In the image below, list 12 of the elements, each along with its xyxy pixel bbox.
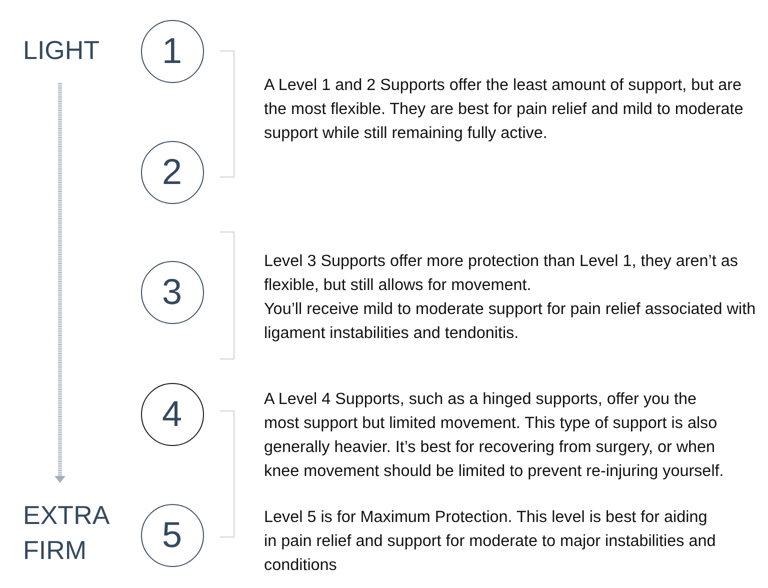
scale-label: EXTRA FIRM	[23, 499, 110, 567]
description-text: You’ll receive mild to moderate support for pain relief associated with ligament instabilities and tendonitis.	[264, 299, 757, 344]
scale-label: LIGHT	[23, 34, 101, 67]
numbered-circle: 4	[140, 382, 204, 446]
description-text: Level 3 Supports offer more protection than Level 1, they aren’t as flexible, but still allows for movement.	[264, 251, 739, 296]
numbered-circle: 5	[140, 504, 204, 566]
numbered-circle: 3	[140, 260, 204, 324]
numbered-circle: 1	[140, 20, 204, 82]
numbered-circle: 2	[140, 140, 204, 204]
description-text: Level 5 is for Maximum Protection. This level is best for aiding in pain relief and support for moderate to major instabilities and conditions	[264, 507, 717, 576]
description-text: A Level 4 Supports, such as a hinged supports, offer you the most support but limited movement. This type of support is also generally heavier. It’s best for recovering from surgery, or when knee movement should be limited to prevent re-injuring yourself.	[264, 389, 725, 482]
description-text: A Level 1 and 2 Supports offer the least amount of support, but are the most flexible. They are best for pain relief and mild to moderate support while still remaining fully active.	[264, 75, 744, 144]
